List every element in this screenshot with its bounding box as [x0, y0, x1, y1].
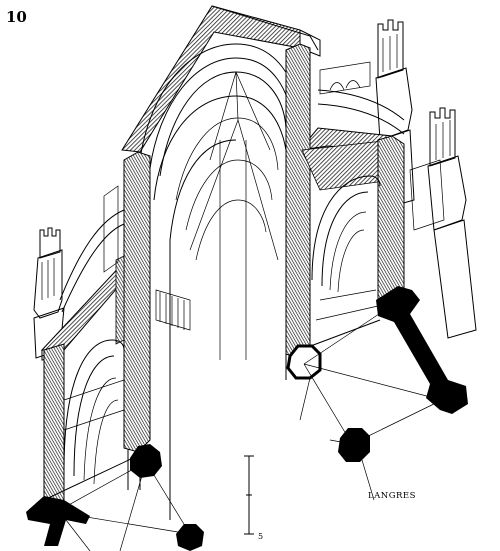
- right-aisle-section: [299, 135, 405, 351]
- left-nave-pier: [115, 151, 151, 453]
- plan-pier-right-center: [338, 428, 370, 462]
- right-pinnacle-lower: [427, 107, 477, 339]
- figure-number: 10: [6, 8, 27, 26]
- place-label: LANGRES: [368, 491, 416, 501]
- plan-pier-left-bottom: [26, 496, 90, 546]
- plan-pier-center-left: [130, 444, 162, 478]
- right-nave-pier: [285, 43, 311, 359]
- plan-rib-lines: [55, 303, 443, 551]
- plan-pier-bottom-center: [176, 524, 204, 551]
- scale-bar: [244, 455, 254, 535]
- plan-pier-right-far: [376, 286, 468, 414]
- triforium-detail: [103, 61, 445, 331]
- flying-buttresses: [59, 89, 405, 313]
- scale-label: 5: [258, 532, 263, 541]
- plan-pier-right-near: [286, 344, 322, 380]
